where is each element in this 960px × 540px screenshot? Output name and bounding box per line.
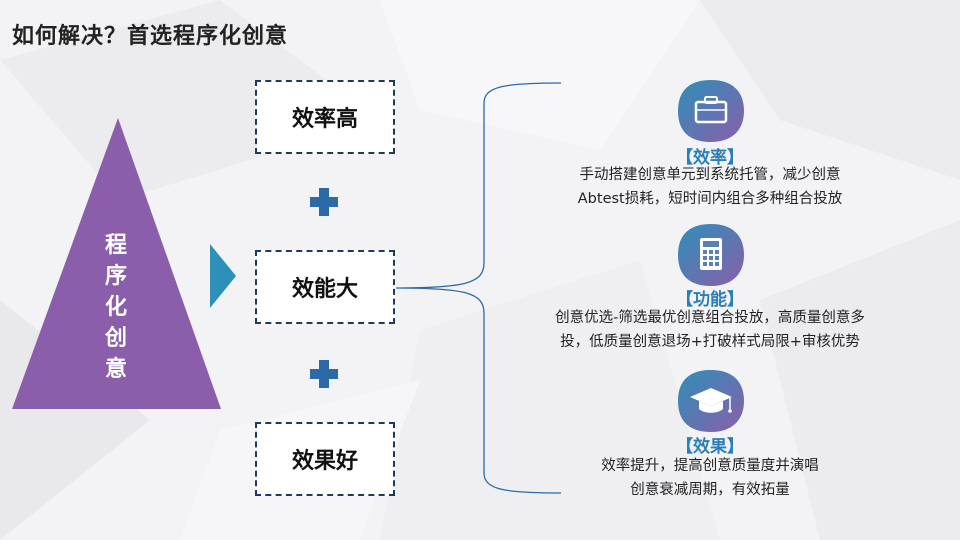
graduation-cap-icon [678,370,744,432]
pyramid-label: 程序化创意 [104,233,127,382]
briefcase-icon [678,80,744,142]
plus-icon [310,360,338,388]
right-arrow-icon [210,244,236,308]
plus-icon [310,188,338,216]
item-desc-effect: 效率提升，提高创意质量度并演唱 创意衰减周期，有效拓量 [520,454,900,502]
desc-line: 创意衰减周期，有效拓量 [630,482,790,498]
desc-line: 效率提升，提高创意质量度并演唱 [601,458,819,474]
desc-line: 手动搭建创意单元到系统托管，减少创意 [579,167,841,183]
desc-line: Abtest损耗，短时间内组合多种组合投放 [577,191,843,207]
box-performance: 效能大 [255,250,395,324]
page-title: 如何解决？首选程序化创意 [12,24,289,49]
box-efficiency: 效率高 [255,80,395,154]
item-desc-function: 创意优选-筛选最优创意组合投放，高质量创意多 投，低质量创意退场+打破样式局限+… [520,306,900,354]
curly-bracket [396,82,562,494]
pyramid-shape [12,118,221,409]
item-desc-efficiency: 手动搭建创意单元到系统托管，减少创意 Abtest损耗，短时间内组合多种组合投放 [520,163,900,211]
item-title-efficiency: 【效率】 [676,148,744,168]
desc-line: 投，低质量创意退场+打破样式局限+审核优势 [560,334,860,350]
box-effect: 效果好 [255,422,395,496]
item-title-function: 【功能】 [676,290,744,310]
desc-line: 创意优选-筛选最优创意组合投放，高质量创意多 [555,310,865,326]
item-title-effect: 【效果】 [676,437,744,457]
calculator-icon [678,224,744,286]
